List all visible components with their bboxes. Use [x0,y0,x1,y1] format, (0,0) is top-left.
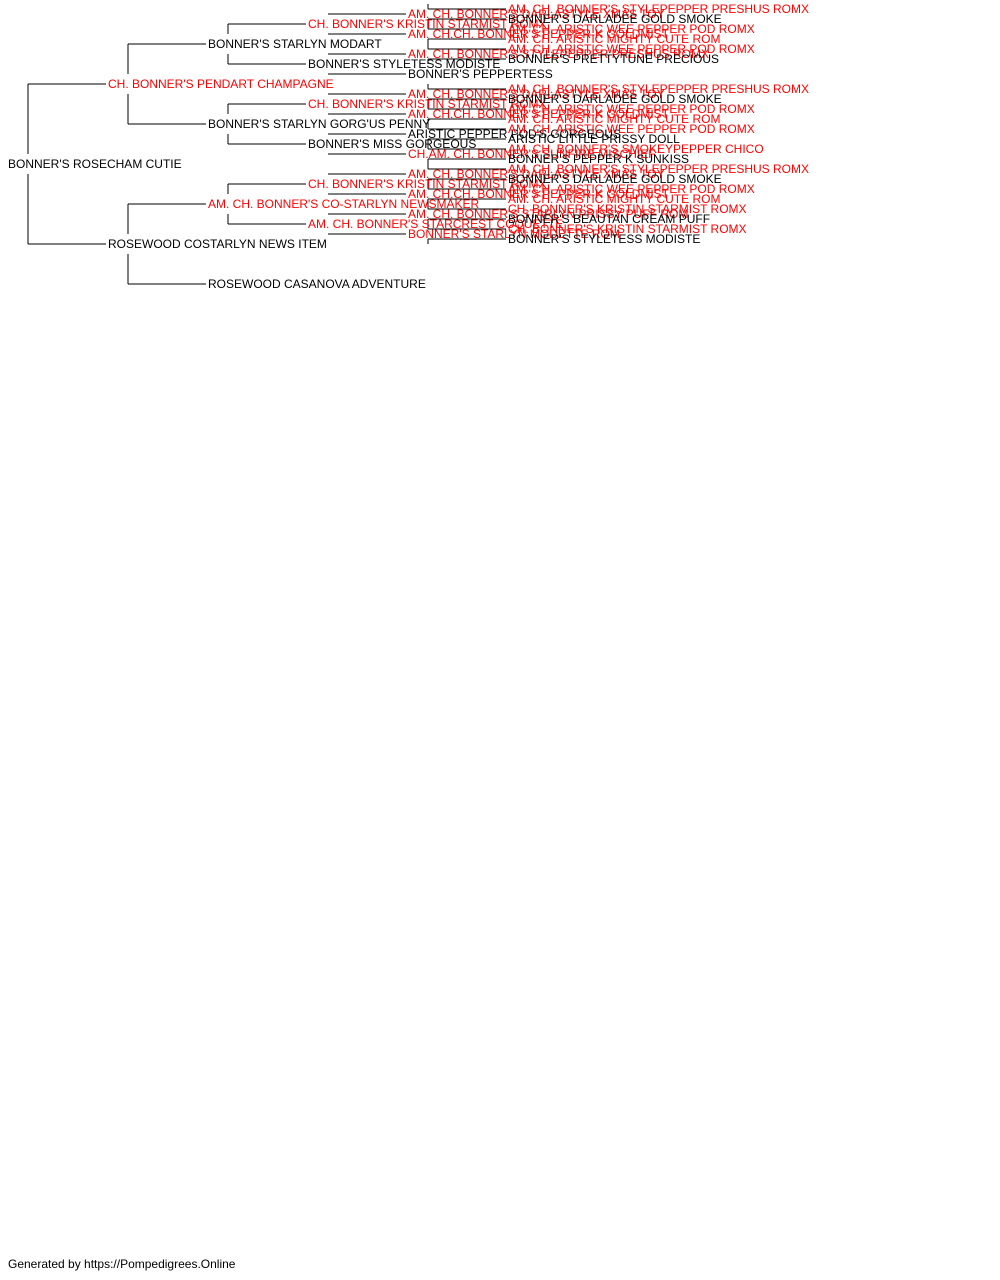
node-sire-sire-name: BONNER'S STARLYN MODART [208,37,382,51]
node-sire-dam-sire-sire-dam-name: BONNER'S DARLADEE GOLD SMOKE [508,92,722,106]
node-dam-dam-name: ROSEWOOD CASANOVA ADVENTURE [208,277,426,291]
node-sire-dam-dam-dam-sire-name: AM. CH. BONNER'S SMOKEYPEPPER CHICO [508,142,764,156]
node-sire-sire-dam-name: BONNER'S STYLETESS MODISTE [308,57,500,71]
node-sire-dam-dam-sire-sire-name: AM. CH. ARISTIC WEE PEPPER POD ROMX [508,122,755,136]
generated-by-footer: Generated by https://Pompedigrees.Online [8,1257,236,1271]
node-sire-dam-sire-name: CH. BONNER'S KRISTIN STARMIST ROMX [308,97,547,111]
node-sire-dam-sire-dam-name: AM. CH.CH. BONNER'S PEPPER-K GOLDMIST [408,107,670,121]
node-sire-sire-sire-name: CH. BONNER'S KRISTIN STARMIST ROMX [308,17,547,31]
pedigree-tree: BONNER'S ROSECHAM CUTIE CH. BONNER'S PEND… [8,2,809,291]
node-sire-sire-sire-sire-dam-name: BONNER'S DARLADEE GOLD SMOKE [508,12,722,26]
node-sire-dam-sire-sire-name: AM. CH. BONNER'S DARLASTYLE XMAS TOY [408,87,665,101]
node-sire-sire-dam-sire-dam-name: BONNER'S PRETTYTUNE PRECIOUS [508,52,719,66]
node-sire-dam-sire-dam-dam-name: AM. CH. ARISTIC MIGHTY CUTE ROM [508,112,720,126]
node-sire-sire-sire-sire-name: AM. CH. BONNER'S DARLASTYLE XMAS TOY [408,7,665,21]
node-dam-sire-dam-dam-sire-name: CH. BONNER'S KRISTIN STARMIST ROMX [508,222,747,236]
ancestor-labels: BONNER'S ROSECHAM CUTIE CH. BONNER'S PEND… [8,2,809,291]
node-sire-dam-dam-name: BONNER'S MISS GORGEOUS [308,137,476,151]
connector-lines [27,4,506,285]
node-dam-sire-dam-dam-name: BONNER'S STARLYN MODETTE ROM [408,227,620,241]
node-sire-sire-dam-sire-sire-name: AM. CH. ARISTIC WEE PEPPER POD ROMX [508,42,755,56]
node-dam-sire-dam-name: AM. CH. BONNER'S STARCREST COQUETTE [308,217,563,231]
node-sire-sire-dam-dam-name: BONNER'S PEPPERTESS [408,67,553,81]
node-sire-dam-sire-dam-sire-name: AM. CH. ARISTIC WEE PEPPER POD ROMX [508,102,755,116]
node-dam-name: ROSEWOOD COSTARLYN NEWS ITEM [108,237,327,251]
node-sire-dam-dam-sire-name: ARISTIC PEPPER POD'S GORGEOUS [408,127,621,141]
node-dam-sire-dam-sire-name: AM. CH. BONNER'S STARLYN PRISSY PUFF ROM [408,207,688,221]
node-sire-dam-name: BONNER'S STARLYN GORG'US PENNY [208,117,430,131]
subject-name: BONNER'S ROSECHAM CUTIE [8,157,182,171]
node-dam-sire-dam-sire-sire-name: CH. BONNER'S KRISTIN STARMIST ROMX [508,202,747,216]
node-sire-sire-dam-sire-name: AM. CH. BONNER'S STYLEPEPPER PRESHUS ROM… [408,47,709,61]
node-sire-name: CH. BONNER'S PENDART CHAMPAGNE [108,77,334,91]
node-sire-dam-dam-dam-name: CH.AM. CH. BONNER'S SUNFIRE MISCHIEF [408,147,656,161]
node-dam-sire-dam-dam-dam-name: BONNER'S STYLETESS MODISTE [508,232,700,246]
node-sire-sire-sire-dam-sire-name: AM. CH. ARISTIC WEE PEPPER POD ROMX [508,22,755,36]
node-sire-sire-sire-sire-sire-name: AM. CH. BONNER'S STYLEPEPPER PRESHUS ROM… [508,2,809,16]
node-dam-sire-sire-sire-dam-name: BONNER'S DARLADEE GOLD SMOKE [508,172,722,186]
node-sire-sire-sire-dam-name: AM. CH.CH. BONNER'S PEPPER-K GOLDMIST [408,27,670,41]
node-dam-sire-sire-dam-dam-name: AM. CH. ARISTIC MIGHTY CUTE ROM [508,192,720,206]
node-sire-dam-dam-dam-dam-name: BONNER'S PEPPER K SUNKISS [508,152,689,166]
node-dam-sire-sire-dam-name: AM. CH.CH. BONNER'S PEPPER-K GOLDMIST [408,187,670,201]
node-sire-sire-sire-dam-dam-name: AM. CH. ARISTIC MIGHTY CUTE ROM [508,32,720,46]
node-dam-sire-sire-sire-sire-name: AM. CH. BONNER'S STYLEPEPPER PRESHUS ROM… [508,162,809,176]
node-sire-dam-dam-sire-dam-name: ARISTIC LITTLE PRISSY DOLL [508,132,680,146]
node-dam-sire-sire-sire-name: AM. CH. BONNER'S DARLASTYLE XMAS TOY [408,167,665,181]
node-dam-sire-dam-sire-dam-name: BONNER'S BEAUTAN CREAM PUFF [508,212,710,226]
node-dam-sire-name: AM. CH. BONNER'S CO-STARLYN NEWSMAKER [208,197,480,211]
node-dam-sire-sire-name: CH. BONNER'S KRISTIN STARMIST ROMX [308,177,547,191]
node-dam-sire-sire-dam-sire-name: AM. CH. ARISTIC WEE PEPPER POD ROMX [508,182,755,196]
node-sire-dam-sire-sire-sire-name: AM. CH. BONNER'S STYLEPEPPER PRESHUS ROM… [508,82,809,96]
